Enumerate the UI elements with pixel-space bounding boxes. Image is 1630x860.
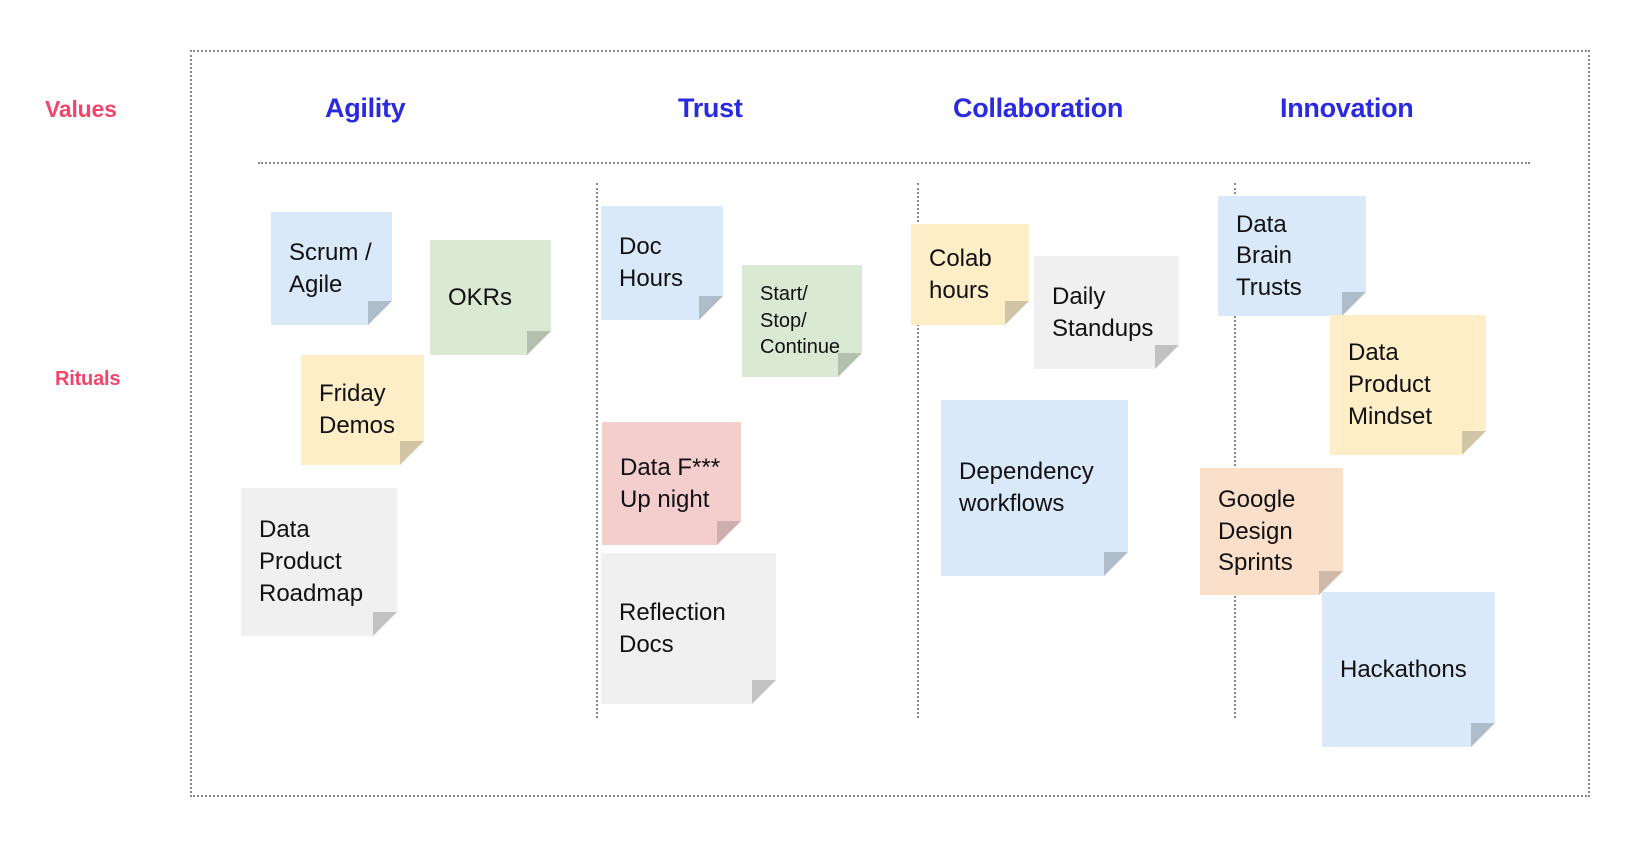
sticky-note-reflection-docs[interactable]: Reflection Docs bbox=[601, 553, 776, 704]
sticky-note-text: Colab hours bbox=[929, 244, 992, 304]
row-label-rituals: Rituals bbox=[55, 368, 121, 390]
sticky-note-text: OKRs bbox=[448, 283, 513, 311]
sticky-note-colab-hours[interactable]: Colab hours bbox=[911, 224, 1029, 325]
sticky-note-google-design-sprints[interactable]: Google Design Sprints bbox=[1200, 468, 1343, 595]
sticky-note-text: Hackathons bbox=[1340, 655, 1467, 683]
sticky-note-data-product-roadmap[interactable]: Data Product Roadmap bbox=[241, 488, 397, 636]
sticky-note-text: Data Product Roadmap bbox=[259, 516, 364, 607]
sticky-note-text: Data F*** Up night bbox=[620, 453, 721, 513]
sticky-note-hackathons[interactable]: Hackathons bbox=[1322, 592, 1495, 747]
sticky-note-text: Data Product Mindset bbox=[1348, 339, 1433, 430]
sticky-note-data-f-up-night[interactable]: Data F*** Up night bbox=[602, 422, 741, 545]
sticky-note-daily-standups[interactable]: Daily Standups bbox=[1034, 256, 1179, 369]
sticky-note-start-stop-continue[interactable]: Start/ Stop/ Continue bbox=[742, 265, 862, 377]
sticky-note-okrs[interactable]: OKRs bbox=[430, 240, 551, 355]
sticky-note-text: Google Design Sprints bbox=[1218, 485, 1296, 577]
board-frame bbox=[190, 50, 1590, 797]
sticky-note-scrum-agile[interactable]: Scrum / Agile bbox=[271, 212, 392, 325]
column-header-collaboration: Collaboration bbox=[953, 93, 1124, 123]
sticky-note-data-brain-trusts[interactable]: Data Brain Trusts bbox=[1218, 196, 1366, 316]
sticky-note-text: Reflection Docs bbox=[619, 598, 726, 658]
values-row-divider bbox=[258, 162, 1530, 164]
column-divider-trust-collaboration bbox=[917, 183, 919, 718]
sticky-note-data-product-mindset[interactable]: Data Product Mindset bbox=[1330, 315, 1486, 455]
column-header-trust: Trust bbox=[678, 93, 743, 123]
column-divider-collaboration-innovation bbox=[1234, 183, 1236, 718]
sticky-note-text: Scrum / Agile bbox=[289, 238, 372, 298]
sticky-note-friday-demos[interactable]: Friday Demos bbox=[301, 355, 424, 465]
sticky-note-doc-hours[interactable]: Doc Hours bbox=[601, 206, 723, 320]
column-header-innovation: Innovation bbox=[1280, 93, 1414, 123]
sticky-note-text: Friday Demos bbox=[319, 380, 396, 439]
sticky-note-text: Data Brain Trusts bbox=[1236, 210, 1302, 301]
sticky-note-text: Doc Hours bbox=[619, 233, 684, 292]
sticky-note-text: Dependency workflows bbox=[959, 458, 1094, 517]
column-header-agility: Agility bbox=[325, 93, 406, 123]
sticky-note-text: Start/ Stop/ Continue bbox=[760, 283, 841, 359]
row-label-values: Values bbox=[45, 96, 117, 122]
sticky-note-dependency-workflows[interactable]: Dependency workflows bbox=[941, 400, 1128, 576]
column-divider-agility-trust bbox=[596, 183, 598, 718]
sticky-note-text: Daily Standups bbox=[1052, 282, 1154, 342]
